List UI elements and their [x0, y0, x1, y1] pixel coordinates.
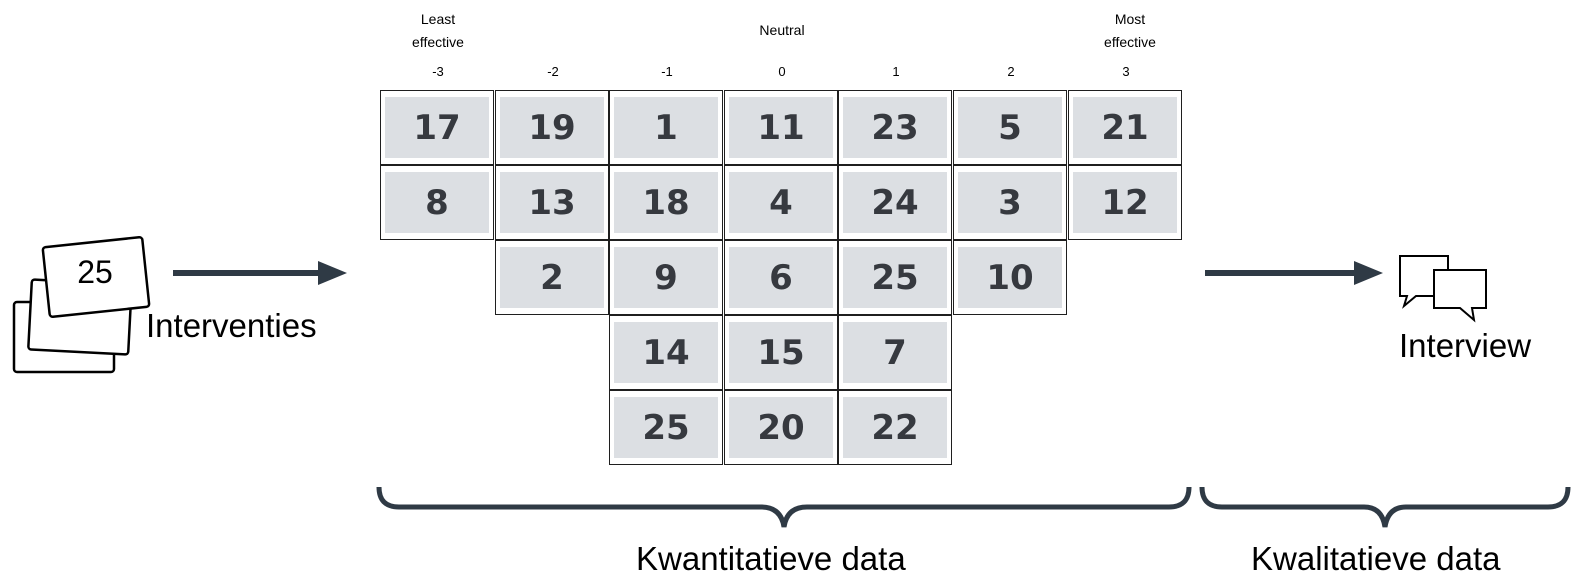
- grid-cell: 19: [495, 90, 609, 165]
- intervention-card: 1: [614, 97, 718, 158]
- intervention-card: 11: [729, 97, 833, 158]
- intervention-card: 14: [614, 322, 718, 383]
- intervention-card: 23: [843, 97, 947, 158]
- grid-cell: 25: [609, 390, 723, 465]
- least-effective-label: Least effective: [412, 11, 464, 50]
- intervention-card: 17: [385, 97, 489, 158]
- qualitative-data-label: Kwalitatieve data: [1251, 540, 1501, 577]
- intervention-card: 19: [500, 97, 604, 158]
- intervention-card: 8: [385, 172, 489, 233]
- intervention-card: 3: [958, 172, 1062, 233]
- grid-cell: 23: [838, 90, 952, 165]
- most-effective-label: Most effective: [1104, 11, 1156, 50]
- grid-cell: 20: [724, 390, 838, 465]
- grid-cell: 8: [380, 165, 494, 240]
- grid-cell: 2: [495, 240, 609, 315]
- intervention-card-number: 25: [77, 254, 113, 290]
- intervention-card: 18: [614, 172, 718, 233]
- grid-cell: 7: [838, 315, 952, 390]
- interventies-label: Interventies: [146, 307, 317, 344]
- grid-cell: 6: [724, 240, 838, 315]
- grid-cell: 15: [724, 315, 838, 390]
- scale-number: 2: [1007, 64, 1015, 79]
- grid-cell: 18: [609, 165, 723, 240]
- grid-cell: 12: [1068, 165, 1182, 240]
- grid-cell: 22: [838, 390, 952, 465]
- neutral-label: Neutral: [759, 22, 805, 38]
- intervention-card: 25: [843, 247, 947, 308]
- grid-cell: 1: [609, 90, 723, 165]
- scale-number: -2: [547, 64, 559, 79]
- grid-cell: 3: [953, 165, 1067, 240]
- scale-number: -1: [661, 64, 673, 79]
- intervention-cards-icon: [12, 236, 151, 374]
- intervention-card: 10: [958, 247, 1062, 308]
- intervention-card: 6: [729, 247, 833, 308]
- intervention-card: 15: [729, 322, 833, 383]
- intervention-card: 13: [500, 172, 604, 233]
- grid-cell: 11: [724, 90, 838, 165]
- grid-cell: 25: [838, 240, 952, 315]
- intervention-card: 24: [843, 172, 947, 233]
- interview-label: Interview: [1399, 327, 1532, 364]
- intervention-card: 12: [1073, 172, 1177, 233]
- scale-number: 3: [1122, 64, 1130, 79]
- intervention-card: 21: [1073, 97, 1177, 158]
- quantitative-bracket: [376, 486, 1192, 528]
- intervention-card: 2: [500, 247, 604, 308]
- grid-cell: 14: [609, 315, 723, 390]
- grid-cell: 21: [1068, 90, 1182, 165]
- grid-cell: 17: [380, 90, 494, 165]
- arrow-right-icon: [173, 261, 347, 285]
- intervention-card: 20: [729, 397, 833, 458]
- scale-number: -3: [432, 64, 444, 79]
- intervention-card: 9: [614, 247, 718, 308]
- grid-cell: 5: [953, 90, 1067, 165]
- grid-cell: 24: [838, 165, 952, 240]
- intervention-card: 4: [729, 172, 833, 233]
- scale-number: 1: [892, 64, 900, 79]
- quantitative-data-label: Kwantitatieve data: [636, 540, 906, 577]
- scale-number: 0: [778, 64, 786, 79]
- grid-cell: 13: [495, 165, 609, 240]
- intervention-card: 7: [843, 322, 947, 383]
- chat-bubbles-icon: [1399, 255, 1487, 323]
- qualitative-bracket: [1199, 486, 1571, 528]
- grid-cell: 9: [609, 240, 723, 315]
- intervention-card: 22: [843, 397, 947, 458]
- intervention-card: 5: [958, 97, 1062, 158]
- grid-cell: 10: [953, 240, 1067, 315]
- intervention-card: 25: [614, 397, 718, 458]
- arrow-right-icon: [1205, 261, 1383, 285]
- grid-cell: 4: [724, 165, 838, 240]
